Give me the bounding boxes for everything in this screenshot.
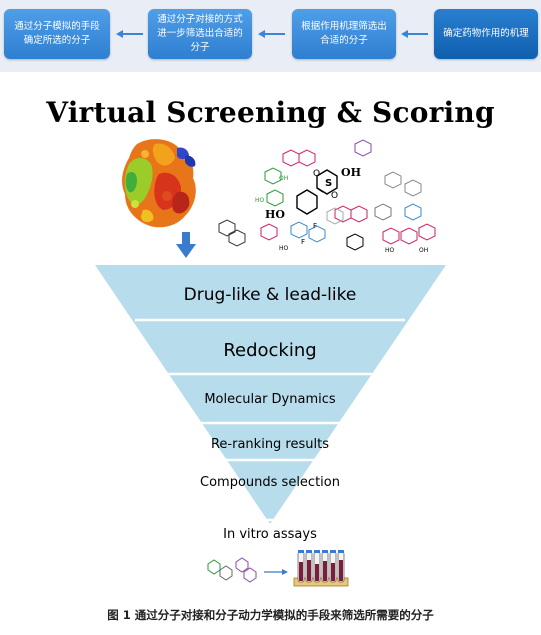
hydroxyl-label: OH <box>279 175 288 182</box>
protein-structure-icon <box>122 139 196 228</box>
left-arrow-icon <box>116 30 143 38</box>
diagram-title: Virtual Screening & Scoring <box>46 96 495 129</box>
flow-step-label: 根据作用机理筛选出合适的分子 <box>301 21 387 46</box>
funnel-stage-molecular-dynamics: Molecular Dynamics <box>204 392 336 407</box>
funnel-stage-compound-selection: Compounds selection <box>200 475 340 490</box>
sulfur-atom-label: S <box>325 178 332 189</box>
funnel-stage-druglike: Drug-like & lead-like <box>183 285 357 305</box>
flow-step-label: 通过分子模拟的手段确定所选的分子 <box>14 21 100 46</box>
left-arrow-icon <box>258 30 285 38</box>
fluorine-atom-label: F <box>301 238 305 246</box>
hydroxyl-label: HO <box>255 197 265 204</box>
hydroxyl-label: HO <box>265 208 285 221</box>
funnel-stage-reranking: Re-ranking results <box>210 437 329 452</box>
flow-step-mechanism-screening: 根据作用机理筛选出合适的分子 <box>292 9 396 59</box>
hydroxyl-label: HO <box>385 247 395 254</box>
flow-step-label: 确定药物作用的机理 <box>443 28 529 39</box>
funnel-stage-redocking: Redocking <box>223 340 317 361</box>
hydroxyl-label: OH <box>341 166 361 179</box>
flow-step-determine-mechanism: 确定药物作用的机理 <box>434 9 538 59</box>
down-arrow-icon <box>176 232 196 258</box>
flow-step-docking-screening: 通过分子对接的方式进一步筛选出合适的分子 <box>148 9 252 59</box>
hydroxyl-label: HO <box>279 245 289 252</box>
figure-caption: 图 1 通过分子对接和分子动力学模拟的手段来筛选所需要的分子 <box>107 608 434 622</box>
hydroxyl-label: OH <box>419 247 428 254</box>
process-flow-banner: 通过分子模拟的手段确定所选的分子 通过分子对接的方式进一步筛选出合适的分子 根据… <box>0 0 541 72</box>
in-vitro-assay-icon <box>207 550 349 587</box>
fluorine-atom-label: F <box>313 222 317 230</box>
oxygen-atom-label: O <box>331 191 338 201</box>
flow-step-label: 通过分子对接的方式进一步筛选出合适的分子 <box>157 14 243 53</box>
oxygen-atom-label: O <box>313 169 320 179</box>
ligand-library-icon: S O O OH HO OH HO F F HO HO OH <box>218 139 436 254</box>
in-vitro-assays-label: In vitro assays <box>223 527 317 542</box>
left-arrow-icon <box>401 30 428 38</box>
flow-step-molecular-simulation: 通过分子模拟的手段确定所选的分子 <box>4 9 110 59</box>
